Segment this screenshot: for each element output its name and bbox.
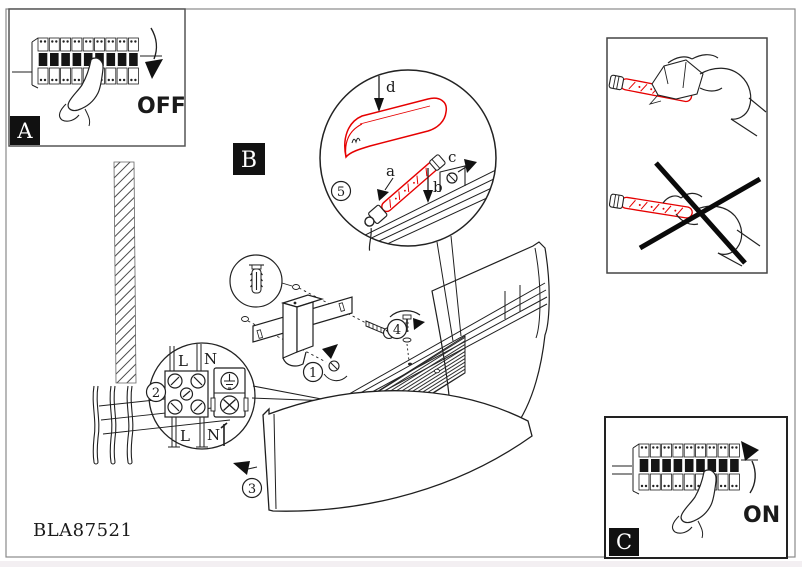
lamp-socket-clip xyxy=(439,165,466,192)
bottom-wires xyxy=(168,417,208,448)
step-1: 1 xyxy=(309,366,317,381)
mounting-bracket xyxy=(252,294,353,367)
panel-c: ON C xyxy=(604,416,788,559)
direction-arrows: d a b c xyxy=(374,76,477,203)
step-4: 4 xyxy=(393,323,401,338)
halogen-bulb-icon xyxy=(364,154,446,251)
step-2: 2 xyxy=(152,386,160,401)
off-arrow-icon xyxy=(145,59,163,79)
arrow-b-icon xyxy=(423,190,433,203)
top-wires xyxy=(169,344,202,371)
earth-icon xyxy=(224,374,235,389)
panel-a-badge xyxy=(10,116,40,145)
screw-hole xyxy=(434,368,440,374)
product-code: BLA87521 xyxy=(33,520,132,541)
on-arrow-curve xyxy=(749,460,756,494)
earth-terminal xyxy=(210,367,249,418)
lamp-rail xyxy=(299,282,548,437)
step-3-marker: 3 xyxy=(233,461,263,499)
clip-marks xyxy=(351,137,361,144)
wall-section xyxy=(113,161,137,384)
terminal-screws xyxy=(167,373,206,415)
bulb-handling-box xyxy=(606,37,768,274)
wiring-detail: L N L N 2 xyxy=(98,342,333,450)
panel-c-letter: C xyxy=(616,530,632,554)
bulb-detail: d a b c 5 xyxy=(319,69,497,342)
on-label: ON xyxy=(743,503,780,528)
off-label: OFF xyxy=(137,94,186,119)
step-circle xyxy=(145,381,167,403)
front-glass-cover xyxy=(262,390,533,512)
label-c: c xyxy=(448,148,456,166)
terminal-label-L-top: L xyxy=(178,352,188,370)
rail-magnified xyxy=(321,167,496,246)
step-1-marker: 1 xyxy=(302,344,348,383)
drill-hole xyxy=(241,316,249,322)
section-b-letter: B xyxy=(241,148,257,173)
arrow-icon xyxy=(233,461,250,475)
panel-c-badge xyxy=(609,528,639,556)
off-arrow-curve xyxy=(150,27,158,60)
drill-hole xyxy=(292,284,300,290)
lamp-body xyxy=(262,241,550,512)
hand-icon xyxy=(667,54,767,137)
hold-bare-hand-crossed xyxy=(608,161,762,267)
bottom-strip xyxy=(0,561,802,567)
arrow-a-icon xyxy=(377,189,389,201)
screw-cross-icon xyxy=(223,399,236,411)
terminal-label-N-bottom: N xyxy=(207,426,220,444)
on-arrow-icon xyxy=(741,441,759,461)
hold-with-cloth xyxy=(608,54,767,137)
panel-a-letter: A xyxy=(16,119,33,143)
mains-cables xyxy=(92,385,134,465)
arrow-icon xyxy=(322,344,338,359)
panel-a: OFF A xyxy=(8,8,186,147)
section-b-badge: B xyxy=(233,143,265,175)
cable-stub xyxy=(220,422,228,446)
label-a: a xyxy=(386,162,395,180)
terminal-label-L-bottom: L xyxy=(180,427,190,445)
label-b: b xyxy=(433,178,443,196)
step-4-marker: 4 xyxy=(386,310,425,366)
arrow-d-icon xyxy=(374,98,384,112)
label-d: d xyxy=(386,78,396,96)
wall-plug-icon xyxy=(249,264,264,294)
step-3: 3 xyxy=(248,482,256,497)
arrow-icon xyxy=(413,318,425,330)
detail-pointer-lines xyxy=(436,235,462,342)
arrow-c-icon xyxy=(464,159,477,173)
red-cover xyxy=(344,97,448,159)
terminal-label-N-top: N xyxy=(204,350,217,368)
step-circle xyxy=(330,180,352,202)
prohibition-cross-icon xyxy=(638,161,762,265)
step-5: 5 xyxy=(337,185,345,200)
